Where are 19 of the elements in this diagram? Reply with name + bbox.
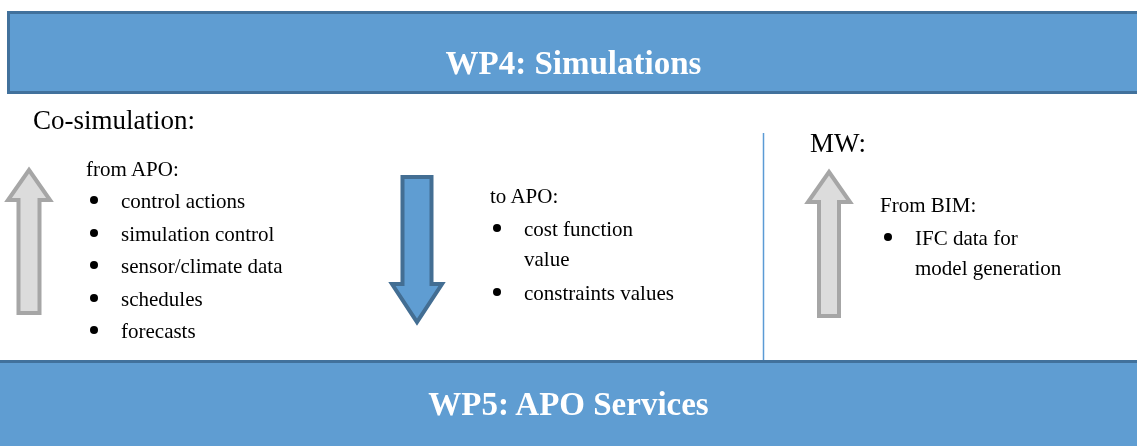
block-arrow xyxy=(4,166,54,315)
list-item: simulation control xyxy=(121,221,276,248)
work-package-band xyxy=(7,11,1137,94)
block-arrow xyxy=(388,175,446,326)
band-title: WP5: APO Services xyxy=(428,386,709,423)
list-heading: from APO: xyxy=(86,157,179,183)
list-item: control actions xyxy=(121,188,247,215)
work-package-band xyxy=(0,360,1137,446)
band-title: WP4: Simulations xyxy=(445,44,702,81)
block-arrow xyxy=(804,168,854,318)
list-heading: From BIM: xyxy=(880,193,977,219)
section-heading: MW: xyxy=(810,128,866,160)
list-item: forecasts xyxy=(121,318,197,345)
list-item: IFC data for model generation xyxy=(915,225,1063,283)
list-item: sensor/climate data xyxy=(121,253,284,280)
section-heading: Co-simulation: xyxy=(33,105,195,137)
list-heading: to APO: xyxy=(490,184,559,210)
list-item: schedules xyxy=(121,286,204,313)
list-item: constraints values xyxy=(524,280,675,307)
